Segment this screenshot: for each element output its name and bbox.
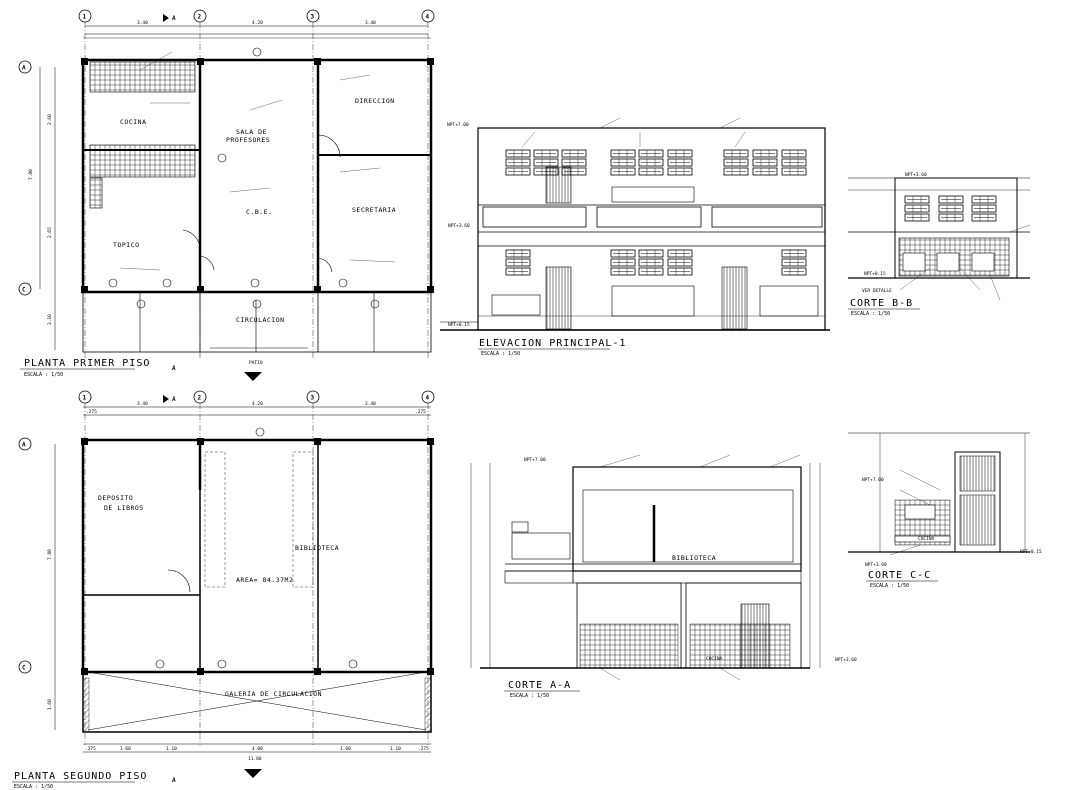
axis-A-second: A [22, 442, 26, 449]
room-secretaria: SECRETARIA [352, 206, 396, 214]
corte-b-detail: VER DETALLE [862, 288, 892, 294]
room-circulacion: CIRCULACION [236, 316, 285, 324]
section-mark-top: A [172, 15, 176, 22]
corte-b-level-1: NPT+3.60 [905, 172, 927, 178]
corte-c-room: COCINA [918, 536, 935, 542]
first-floor-plan: 1 2 3 4 A 3.40 4.20 3.40 A C 7.80 2.60 2… [18, 9, 435, 381]
axis-C: C [22, 287, 26, 294]
room-deposito: DEPOSITO [98, 494, 133, 502]
room-topico: TOPICO [113, 241, 139, 249]
dim2-top-1: 3.40 [137, 401, 148, 407]
dim2-top-3: 3.40 [365, 401, 376, 407]
dim2-bot-total: 11.80 [248, 756, 262, 762]
corte-a-title: CORTE A-A [508, 680, 571, 691]
section-mark-bottom: A [172, 365, 176, 372]
second-floor-scale: ESCALA : 1/50 [14, 784, 53, 790]
axis-1: 1 [83, 14, 87, 21]
second-floor-title: PLANTA SEGUNDO PISO [14, 771, 147, 782]
axis-2: 2 [198, 14, 202, 21]
axis-3: 3 [311, 14, 315, 21]
axis-4-second: 4 [426, 395, 430, 402]
corte-a-room-upper: BIBLIOTECA [672, 554, 716, 562]
dim-left-1: 2.60 [47, 114, 53, 125]
second-floor-plan: 1 2 3 4 A .275 3.40 4.20 3.40 .275 A C 7… [12, 390, 435, 790]
elev-level-1: NPT+7.00 [447, 122, 469, 128]
axis-2-second: 2 [198, 395, 202, 402]
dim2-top-4: .275 [415, 409, 426, 415]
section-mark-bottom-2: A [172, 777, 176, 784]
elev-level-3: NPT+0.15 [448, 322, 470, 328]
room-sala-1: SALA DE [236, 128, 267, 136]
dim2-top-0: .275 [86, 409, 97, 415]
elevation-scale: ESCALA : 1/50 [481, 351, 520, 357]
dim2-bot-0: .275 [85, 746, 96, 752]
first-floor-top-dims: 3.40 4.20 3.40 [85, 20, 428, 35]
dim2-left-0: 7.80 [47, 549, 53, 560]
section-mark-top-2: A [172, 396, 176, 403]
corte-a-scale: ESCALA : 1/50 [510, 693, 549, 699]
axis-4: 4 [426, 14, 430, 21]
axis-1-second: 1 [83, 395, 87, 402]
dim-top-1: 3.40 [137, 20, 148, 26]
dim2-bot-1: 1.60 [120, 746, 131, 752]
section-b: NPT+3.60 NPT+0.15 VER DETALLE CORTE B-B … [848, 172, 1031, 317]
corte-c-scale: ESCALA : 1/50 [870, 583, 909, 589]
elev-level-2: NPT+3.60 [448, 223, 470, 229]
dim2-bot-4: 1.60 [340, 746, 351, 752]
room-sala-2: PROFESORES [226, 136, 270, 144]
corte-b-scale: ESCALA : 1/50 [851, 311, 890, 317]
dim-left-total: 7.80 [28, 169, 34, 180]
corte-c-level-3: NPT+0.15 [1020, 549, 1042, 555]
room-direccion: DIRECCION [355, 97, 395, 105]
section-a: BIBLIOTECA COCINA NPT+7.00 NPT+3.60 CORT… [470, 454, 857, 699]
room-patio: PATIO [249, 360, 263, 366]
room-area: AREA= 84.37M2 [236, 576, 293, 584]
axis-A: A [22, 65, 26, 72]
room-galeria: GALERIA DE CIRCULACION [225, 690, 322, 698]
room-cocina: COCINA [120, 118, 146, 126]
corte-c-title: CORTE C-C [868, 570, 931, 581]
corte-c-level-1: NPT+7.00 [862, 477, 884, 483]
dim2-bot-5: 1.10 [390, 746, 401, 752]
axis-markers-left: A C 7.80 2.60 2.65 3.10 [18, 60, 56, 350]
section-c: COCINA NPT+7.00 NPT+3.60 NPT+0.15 CORTE … [848, 432, 1042, 589]
corte-b-title: CORTE B-B [850, 298, 913, 309]
room-cbe: C.B.E. [246, 208, 272, 216]
first-floor-title: PLANTA PRIMER PISO [24, 358, 150, 369]
room-biblioteca: BIBLIOTECA [295, 544, 339, 552]
axis-C-second: C [22, 665, 26, 672]
corte-b-level-2: NPT+0.15 [864, 271, 886, 277]
first-floor-scale: ESCALA : 1/50 [24, 372, 63, 378]
corte-a-level-2: NPT+3.60 [835, 657, 857, 663]
main-elevation: NPT+7.00 NPT+3.60 NPT+0.15 ELEVACION PRI… [440, 117, 830, 357]
dim2-bot-6: .275 [418, 746, 429, 752]
dim2-left-1: 1.60 [47, 699, 53, 710]
dim-top-2: 4.20 [252, 20, 263, 26]
corte-a-level-1: NPT+7.00 [524, 457, 546, 463]
elevation-title: ELEVACION PRINCIPAL-1 [479, 338, 626, 349]
room-deposito-2: DE LIBROS [104, 504, 144, 512]
columns [81, 58, 434, 293]
dim2-top-2: 4.20 [252, 401, 263, 407]
dim2-bot-2: 1.10 [166, 746, 177, 752]
dim-left-2: 2.65 [47, 227, 53, 238]
axis-3-second: 3 [311, 395, 315, 402]
dim-left-3: 3.10 [47, 314, 53, 325]
corte-c-level-2: NPT+3.60 [865, 562, 887, 568]
corte-a-room-lower: COCINA [706, 656, 723, 662]
dim2-bot-3: 4.00 [252, 746, 263, 752]
dim-top-3: 3.40 [365, 20, 376, 26]
